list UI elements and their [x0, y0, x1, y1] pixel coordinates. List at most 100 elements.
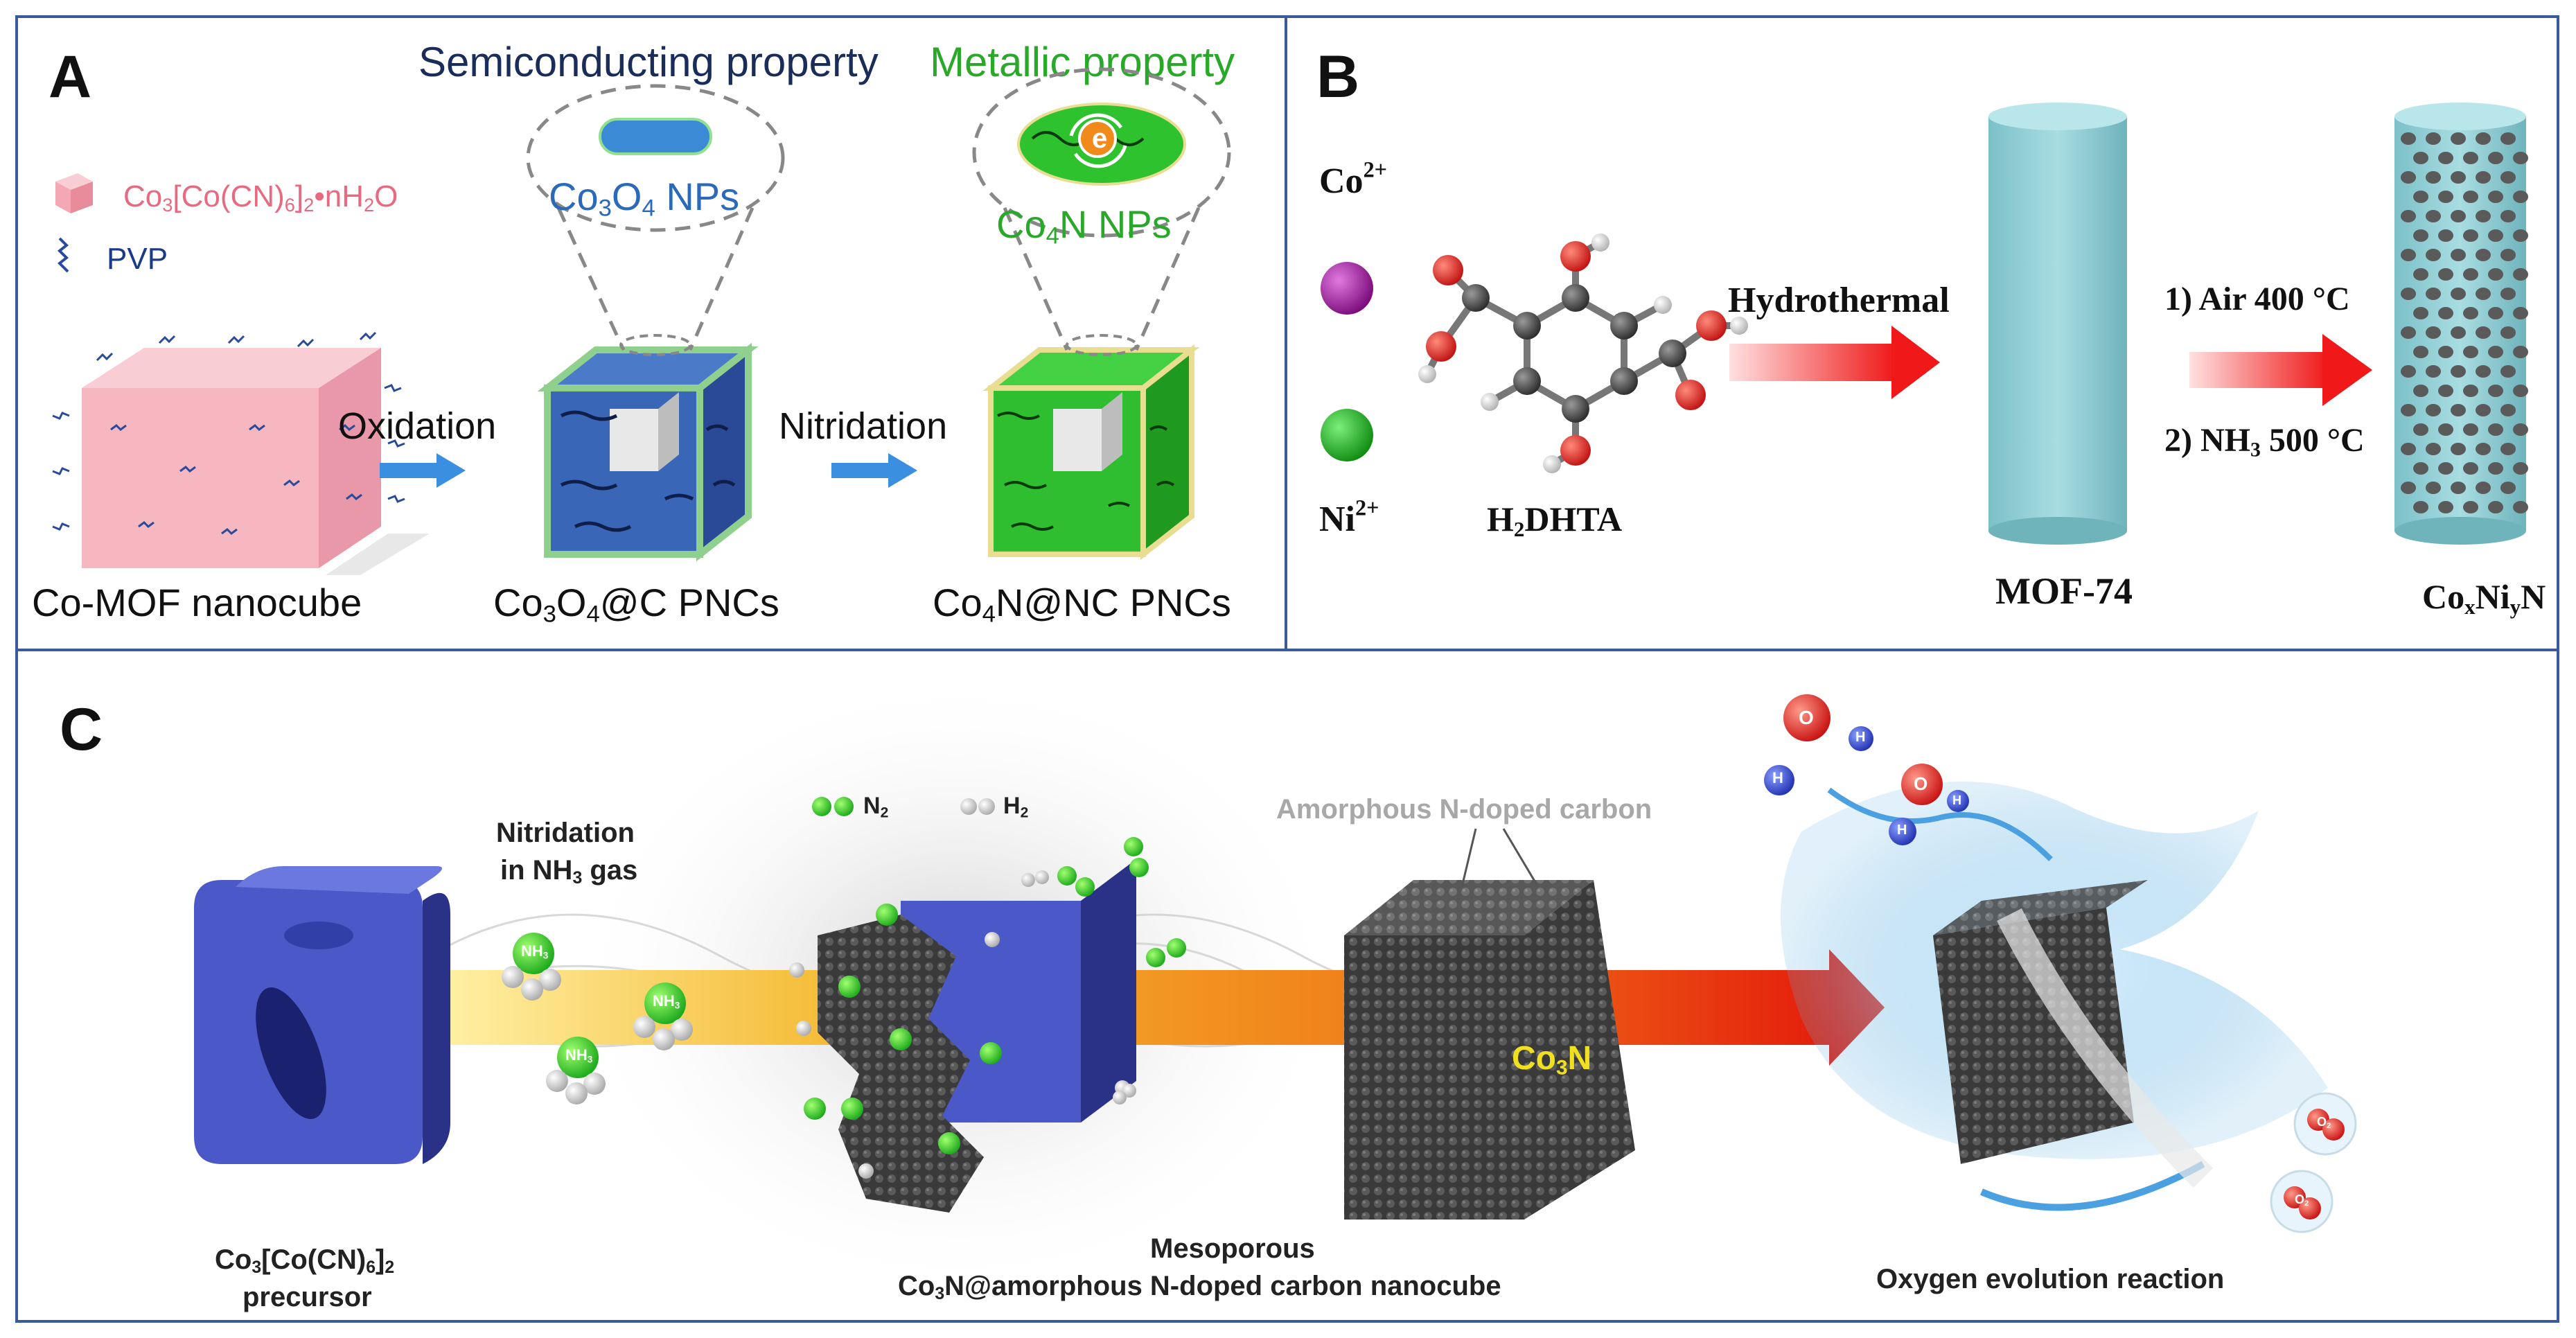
pore-hole — [2463, 385, 2478, 397]
pore-hole — [2463, 462, 2478, 475]
pore-hole — [2438, 152, 2453, 164]
pore-hole — [2463, 152, 2478, 164]
pore-hole — [2401, 482, 2416, 494]
nh3-molecule-label-2: NH3 — [653, 992, 680, 1011]
water-hydrogen-label-2: H — [1855, 730, 1866, 745]
pore-hole — [2413, 152, 2428, 164]
pore-hole — [2451, 210, 2466, 222]
pore-hole — [2426, 482, 2441, 494]
nh3-molecule-label-1: NH3 — [521, 942, 549, 961]
pore-hole — [2476, 132, 2491, 145]
intermediate-cube — [789, 859, 1136, 1213]
water-hydrogen-label-1: H — [1772, 769, 1783, 786]
co4n-zoom-bubble — [972, 67, 1231, 238]
pore-hole — [2476, 404, 2491, 416]
pore-hole — [2413, 462, 2428, 475]
pore-hole — [2401, 249, 2416, 261]
water-hydrogen-label-3: H — [1897, 822, 1907, 838]
co-mof-nanocube-shape — [52, 331, 430, 575]
metallic-property-label: Metallic property — [930, 39, 1235, 85]
co3o4-nps-label: Co3O4 NPs — [549, 175, 740, 222]
co3n-carbon-cube — [1344, 828, 1635, 1220]
oer-water-splash — [1781, 782, 2328, 1211]
nh3-molecules — [502, 933, 693, 1104]
pore-hole — [2438, 423, 2453, 436]
pore-hole — [2476, 249, 2491, 261]
pore-hole — [2476, 443, 2491, 455]
pore-hole — [2426, 249, 2441, 261]
o2-bubble-label-2: O2 — [2295, 1192, 2309, 1208]
pore-hole — [2451, 132, 2466, 145]
pore-hole — [2476, 288, 2491, 300]
pore-hole — [2426, 171, 2441, 184]
mesoporous-label-line1: Mesoporous — [1150, 1233, 1315, 1264]
pore-hole — [2476, 482, 2491, 494]
pore-hole — [2438, 268, 2453, 281]
co-ion-label: Co2+ — [1319, 157, 1388, 201]
pore-hole — [2413, 191, 2428, 203]
pore-hole — [2513, 307, 2528, 319]
pore-hole — [2488, 423, 2503, 436]
pore-hole — [2401, 132, 2416, 145]
pore-hole — [2500, 249, 2516, 261]
nh3-molecule-label-3: NH3 — [565, 1046, 593, 1065]
pore-hole — [2413, 229, 2428, 242]
precursor-label-line2: precursor — [242, 1282, 372, 1312]
pore-hole — [2451, 288, 2466, 300]
legend-precursor-cube-icon — [55, 173, 93, 213]
co3o4-zoom-bubble — [526, 84, 785, 232]
oxidation-label: Oxidation — [338, 405, 497, 447]
co3o4-c-pncs-label: Co3O4@C PNCs — [493, 581, 779, 628]
precursor-blue-cube — [194, 866, 450, 1164]
pore-hole — [2413, 385, 2428, 397]
pore-hole — [2513, 385, 2528, 397]
mesoporous-label-line2: Co3N@amorphous N-doped carbon nanocube — [898, 1271, 1501, 1304]
pore-hole — [2500, 171, 2516, 184]
pore-hole — [2500, 210, 2516, 222]
pore-hole — [2488, 385, 2503, 397]
pore-hole — [2413, 268, 2428, 281]
n2-label: N2 — [863, 793, 889, 821]
pore-hole — [2451, 482, 2466, 494]
hydrothermal-arrow — [1729, 326, 1940, 399]
pore-hole — [2476, 365, 2491, 378]
pore-hole — [2513, 501, 2528, 513]
pore-hole — [2500, 132, 2516, 145]
pore-hole — [2438, 229, 2453, 242]
hydrothermal-label: Hydrothermal — [1728, 281, 1950, 320]
co3n-cube-label: Co3N — [1512, 1040, 1592, 1080]
air-anneal-step-label: 1) Air 400 °C — [2164, 281, 2350, 317]
pore-hole — [2438, 501, 2453, 513]
co-mof-nanocube-label: Co-MOF nanocube — [32, 581, 362, 624]
pore-hole — [2451, 404, 2466, 416]
pore-hole — [2451, 326, 2466, 339]
h2dhta-label: H2DHTA — [1487, 500, 1623, 541]
pore-hole — [2413, 346, 2428, 358]
water-oxygen-label-1: O — [1799, 707, 1814, 728]
o2-bubble-label-1: O2 — [2317, 1115, 2331, 1130]
precursor-label-line1: Co3[Co(CN)6]2 — [215, 1244, 395, 1278]
pore-hole — [2463, 501, 2478, 513]
panel-c-letter: C — [60, 696, 103, 763]
pore-hole — [2476, 171, 2491, 184]
nitridation-in-nh3-label-line2: in NH3 gas — [500, 855, 638, 888]
pore-hole — [2488, 462, 2503, 475]
pore-hole — [2438, 191, 2453, 203]
pore-hole — [2401, 171, 2416, 184]
oxidation-arrow — [380, 453, 466, 488]
pore-hole — [2401, 288, 2416, 300]
pore-hole — [2451, 365, 2466, 378]
pore-hole — [2451, 443, 2466, 455]
coxniyn-porous-cylinder — [2394, 103, 2528, 545]
pore-hole — [2401, 404, 2416, 416]
pore-hole — [2451, 171, 2466, 184]
pore-hole — [2513, 462, 2528, 475]
pore-hole — [2438, 346, 2453, 358]
divider-horizontal — [15, 649, 2559, 651]
pore-hole — [2401, 210, 2416, 222]
pore-hole — [2426, 326, 2441, 339]
amorphous-n-doped-carbon-label: Amorphous N-doped carbon — [1276, 794, 1652, 825]
water-hydrogen-label-4: H — [1952, 793, 1961, 807]
pore-hole — [2488, 152, 2503, 164]
